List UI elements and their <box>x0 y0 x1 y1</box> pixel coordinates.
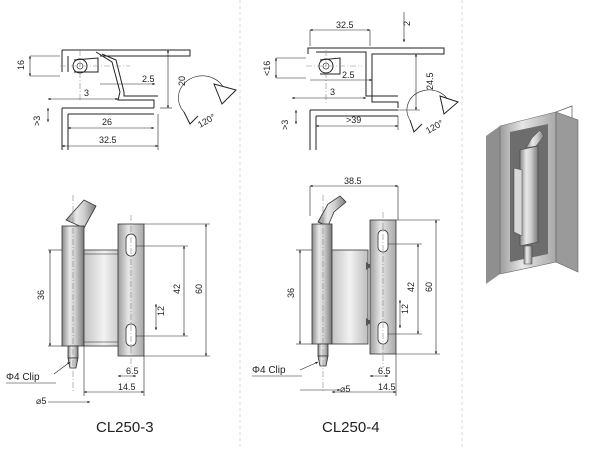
dim-42-r: 42 <box>406 282 416 292</box>
dim-60: 60 <box>194 284 204 294</box>
dim-2-5: 2.5 <box>142 74 155 84</box>
dim-42: 42 <box>172 284 182 294</box>
leaf-r <box>331 249 369 345</box>
dim-diam-5: ⌀5 <box>36 396 46 406</box>
leaf <box>83 249 125 347</box>
dim-diam-5-r: ⌀5 <box>340 384 350 394</box>
clip-label: Φ4 Clip <box>6 372 40 383</box>
dim-32-5-r: 32.5 <box>336 20 354 30</box>
dim-gt3-r: >3 <box>280 120 290 130</box>
dim-angle-right: 120° <box>424 118 445 136</box>
dim-26: 26 <box>102 117 112 127</box>
dim-6-5-r: 6.5 <box>378 366 391 376</box>
dim-3-r: 3 <box>330 87 335 97</box>
dim-36: 36 <box>36 290 46 300</box>
model-title-cl250-3: CL250-3 <box>96 419 154 436</box>
dim-angle-left: 120° <box>196 112 217 130</box>
dim-14-5-r: 14.5 <box>378 382 396 392</box>
dim-14-5: 14.5 <box>118 382 136 392</box>
barrel-r <box>311 223 333 345</box>
dim-12: 12 <box>156 306 166 316</box>
dim-lt16-r: <16 <box>262 61 272 76</box>
dim-gt3: >3 <box>32 116 42 126</box>
dim-16: 16 <box>16 60 26 70</box>
dim-2-5-r: 2.5 <box>342 70 355 80</box>
front-view-cl250-4: 38.5 36 42 60 12 6.5 14.5 ⌀5 <box>252 176 440 396</box>
clip-label-r: Φ4 Clip <box>252 365 286 376</box>
hinge-3d-illustration <box>486 105 579 284</box>
dim-32-5: 32.5 <box>99 135 117 145</box>
front-view-cl250-3: 36 42 60 12 6.5 14.5 ⌀5 Φ4 Clip <box>6 195 210 406</box>
model-title-cl250-4: CL250-4 <box>322 419 380 436</box>
dim-gt39-r: >39 <box>346 115 361 125</box>
side-view-cl250-3: 16 2.5 20 3 >3 26 32.5 120° <box>16 49 237 150</box>
dim-38-5: 38.5 <box>344 176 362 186</box>
dim-6-5: 6.5 <box>126 366 139 376</box>
dim-24-5-r: 24.5 <box>425 72 435 90</box>
side-view-cl250-4: 32.5 2 <16 2.5 24.5 3 >3 >39 120° <box>262 12 459 150</box>
dim-3: 3 <box>84 88 89 98</box>
dim-36-r: 36 <box>286 288 296 298</box>
dim-20: 20 <box>177 76 187 86</box>
dim-12-r: 12 <box>400 304 410 314</box>
dim-2-r: 2 <box>402 21 412 26</box>
dim-60-r: 60 <box>424 282 434 292</box>
